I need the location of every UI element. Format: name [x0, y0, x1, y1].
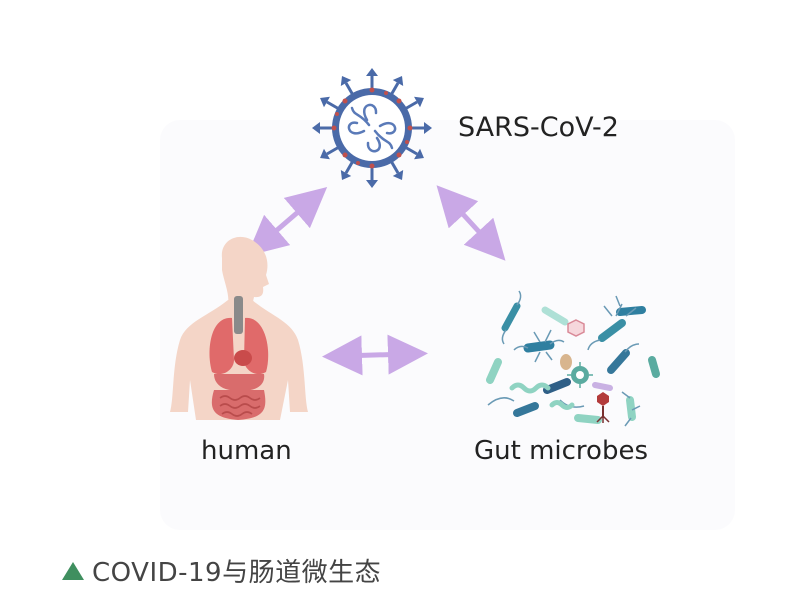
human-label: human: [201, 436, 292, 466]
triangle-up-icon: [62, 561, 84, 580]
arrow-virus-gut: [436, 185, 506, 261]
arrow-human-gut: [322, 334, 428, 376]
human-body-icon: [170, 236, 308, 420]
caption-text: COVID-19与肠道微生态: [92, 558, 382, 588]
gut-microbes-label: Gut microbes: [474, 436, 649, 466]
caption: COVID-19与肠道微生态: [62, 552, 381, 589]
arrow-virus-human: [246, 186, 328, 257]
virus-label: SARS-CoV-2: [458, 112, 619, 143]
virus-icon: [312, 68, 432, 188]
gut-microbes-icon: [486, 290, 660, 427]
